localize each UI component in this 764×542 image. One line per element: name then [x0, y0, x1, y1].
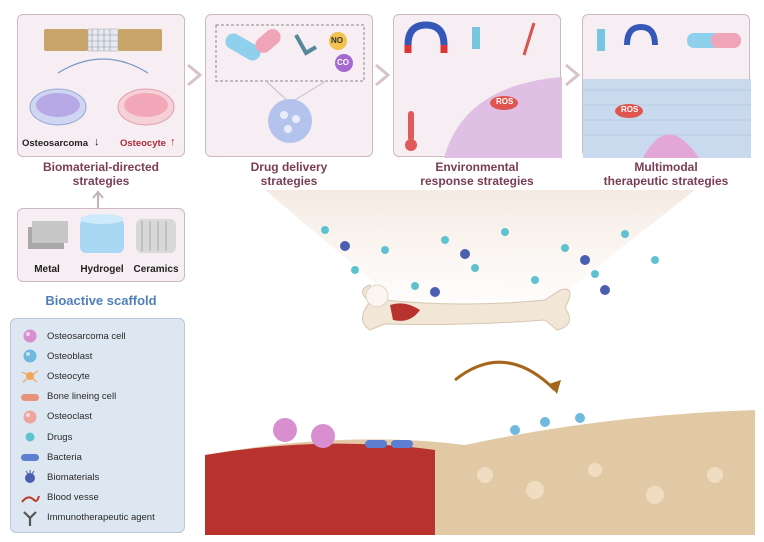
- osteosarcoma-label: Osteosarcoma: [22, 138, 89, 149]
- co-label: CO: [337, 58, 349, 67]
- drug-delivery-caption: Drug delivery strategies: [205, 160, 373, 188]
- arrow-right-icon: [565, 63, 581, 87]
- osteoblast-icon: [19, 348, 41, 364]
- biomaterial-illustration: [29, 28, 175, 126]
- legend-item: Osteoclast: [19, 408, 92, 426]
- legend-item: Drugs: [19, 428, 72, 446]
- no-label: NO: [331, 36, 343, 45]
- scaffold-title: Bioactive scaffold: [45, 293, 157, 308]
- bone-lining-cell-icon: [19, 389, 41, 405]
- multimodal-panel: ROS: [582, 14, 751, 158]
- legend-item: Bone lineing cell: [19, 388, 116, 406]
- arrow-right-icon: [187, 63, 203, 87]
- ceramics-label: Ceramics: [133, 264, 179, 275]
- increase-arrow-icon: ↑: [170, 136, 176, 148]
- osteocyte-icon: [19, 368, 41, 384]
- legend-label: Immunotherapeutic agent: [47, 512, 155, 524]
- legend-item: Bacteria: [19, 448, 82, 466]
- legend-label: Osteoblast: [47, 350, 93, 362]
- scaffold-materials-illustration: [28, 214, 176, 253]
- biomaterial-caption-line2: strategies: [72, 174, 130, 188]
- biomaterial-caption-line1: Biomaterial-directed: [42, 160, 160, 174]
- hydrogel-label: Hydrogel: [80, 264, 124, 275]
- multimodal-caption-line1: Multimodal: [634, 160, 698, 174]
- multimodal-caption-line2: therapeutic strategies: [603, 174, 729, 188]
- legend-label: Osteosarcoma cell: [47, 330, 126, 342]
- legend-label: Osteoclast: [47, 411, 92, 423]
- ros-label: ROS: [496, 97, 514, 106]
- drug-delivery-illustration: [215, 24, 365, 143]
- biomaterial-caption: Biomaterial-directed strategies: [17, 160, 185, 188]
- legend-item: Osteocyte: [19, 367, 90, 385]
- scaffold-panel: Metal Hydrogel Ceramics: [17, 208, 185, 282]
- legend-item: Biomaterials: [19, 468, 99, 486]
- legend-label: Bacteria: [47, 451, 82, 463]
- multimodal-illustration: [583, 23, 751, 158]
- environmental-caption: Environmental response strategies: [393, 160, 561, 188]
- antibody-icon: [19, 510, 41, 526]
- ros-label: ROS: [621, 105, 639, 114]
- osteosarcoma-cell-icon: [19, 328, 41, 344]
- biomaterial-panel: Osteosarcoma ↓ Osteocyte ↑: [17, 14, 185, 157]
- drug-delivery-panel: NO CO: [205, 14, 373, 157]
- osteoclast-icon: [19, 409, 41, 425]
- drug-delivery-caption-line2: strategies: [260, 174, 318, 188]
- legend-label: Blood vesse: [47, 492, 99, 504]
- blood-vessel-icon: [19, 490, 41, 506]
- osteocyte-label: Osteocyte: [120, 138, 166, 149]
- metal-label: Metal: [34, 264, 60, 275]
- environmental-caption-line2: response strategies: [420, 174, 534, 188]
- bone-tissue-illustration: [205, 190, 755, 535]
- legend-label: Osteocyte: [47, 370, 90, 382]
- legend-label: Drugs: [47, 431, 73, 443]
- drug-icon: [19, 429, 41, 445]
- legend-item: Immunotherapeutic agent: [19, 509, 155, 527]
- bacteria-icon: [19, 449, 41, 465]
- environmental-panel: ROS: [393, 14, 562, 158]
- legend-item: Blood vesse: [19, 489, 99, 507]
- arrow-up-icon: [92, 190, 104, 208]
- environmental-caption-line1: Environmental: [435, 160, 519, 174]
- drug-delivery-caption-line1: Drug delivery: [250, 160, 328, 174]
- arrow-right-icon: [375, 63, 391, 87]
- biomaterial-icon: [19, 469, 41, 485]
- multimodal-caption: Multimodal therapeutic strategies: [582, 160, 750, 188]
- particles: [321, 226, 659, 290]
- legend-item: Osteosarcoma cell: [19, 327, 126, 345]
- decrease-arrow-icon: ↓: [94, 136, 100, 148]
- legend-label: Biomaterials: [47, 471, 100, 483]
- environmental-illustration: [404, 21, 562, 158]
- legend-item: Osteoblast: [19, 347, 92, 365]
- legend-label: Bone lineing cell: [47, 391, 117, 403]
